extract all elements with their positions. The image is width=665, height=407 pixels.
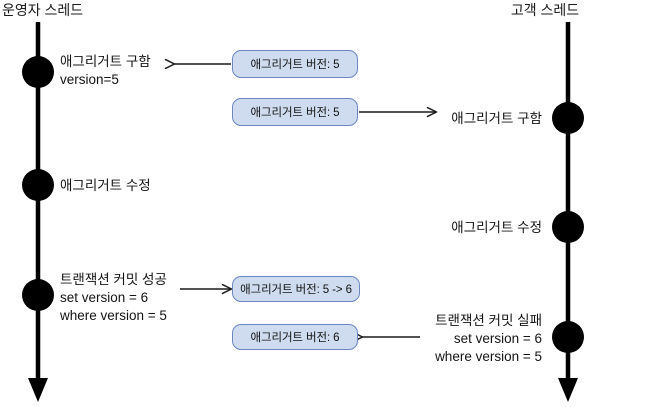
event-right-3-line2: set version = 6 [453,330,542,346]
event-left-2-line1: 애그리거트 수정 [60,178,151,193]
message-box-version-6[interactable]: 애그리거트 버전: 6 [232,324,358,350]
lifeline-left-arrowhead [28,378,48,402]
node-right-2 [552,211,584,243]
event-right-3-line1: 트랜잭션 커밋 실패 [435,313,542,328]
event-label-left-1: 애그리거트 구함 version=5 [60,53,151,89]
lifeline-right-arrowhead [558,378,578,402]
event-label-left-3: 트랜잭션 커밋 성공 set version = 6 where version… [60,271,167,324]
event-right-3-line3: where version = 5 [435,348,542,364]
node-right-1 [552,102,584,134]
message-box-version-5-to-operator[interactable]: 애그리거트 버전: 5 [232,50,358,78]
lifeline-right [552,22,584,402]
node-left-2 [22,169,54,201]
thread-title-left: 운영자 스레드 [2,2,84,18]
node-left-3 [22,279,54,311]
thread-title-right: 고객 스레드 [510,2,580,18]
event-label-left-2: 애그리거트 수정 [60,177,151,195]
event-label-right-1: 애그리거트 구함 [330,110,542,128]
message-box-version-5-to-customer[interactable]: 애그리거트 버전: 5 [232,98,358,126]
message-box-version-5-to-6[interactable]: 애그리거트 버전: 5 -> 6 [232,276,360,302]
node-left-1 [22,56,54,88]
event-right-2-line1: 애그리거트 수정 [451,220,542,235]
node-right-3 [552,321,584,353]
event-right-1-line1: 애그리거트 구함 [451,111,542,126]
event-left-1-line1: 애그리거트 구함 [60,54,151,69]
event-left-3-line2: set version = 6 [60,289,149,305]
event-left-1-line2: version=5 [60,71,119,87]
event-label-right-2: 애그리거트 수정 [330,219,542,237]
event-label-right-3: 트랜잭션 커밋 실패 set version = 6 where version… [330,312,542,365]
lifeline-left [22,22,54,402]
event-left-3-line1: 트랜잭션 커밋 성공 [60,272,167,287]
event-left-3-line3: where version = 5 [60,307,167,323]
